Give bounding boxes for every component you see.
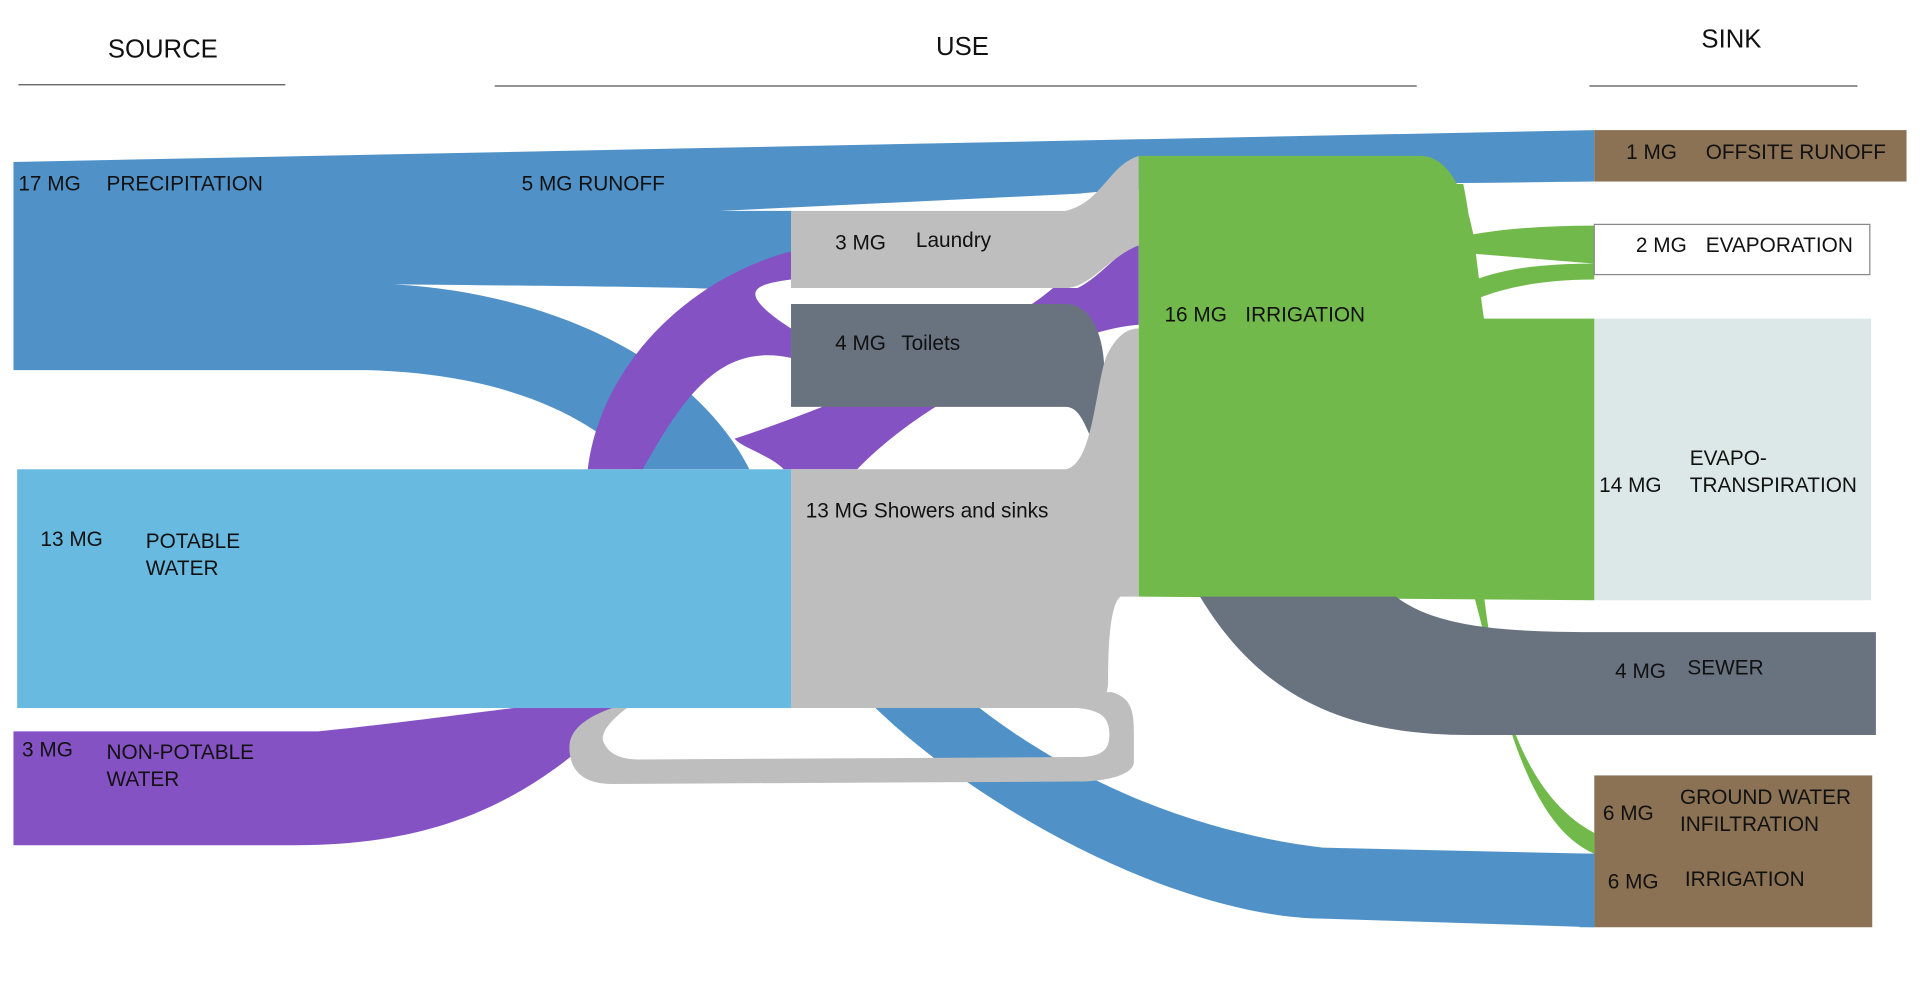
sink-evaporation-box bbox=[1593, 223, 1871, 276]
flow-nonpotable-to-toilets bbox=[587, 251, 792, 470]
flow-green-into-groundwater bbox=[1567, 820, 1595, 854]
sink-groundwater-irrigation-box bbox=[1594, 775, 1873, 928]
header-source: SOURCE bbox=[108, 35, 218, 63]
offsite-runoff-label: OFFSITE RUNOFF bbox=[1706, 141, 1886, 164]
flow-nonpotable-source bbox=[13, 708, 625, 846]
precipitation-label: PRECIPITATION bbox=[107, 173, 263, 196]
sewer-label: SEWER bbox=[1687, 656, 1763, 679]
sewer-value: 4 MG bbox=[1615, 660, 1666, 683]
flow-precipitation-into-irrigation-sink bbox=[1579, 853, 1595, 928]
toilets-label: Toilets bbox=[901, 332, 960, 355]
irrigation-value: 16 MG bbox=[1164, 304, 1226, 327]
sink-offsite-runoff-box bbox=[1594, 130, 1907, 182]
potable-label-2: WATER bbox=[146, 557, 219, 580]
precipitation-value: 17 MG bbox=[18, 173, 80, 196]
evapotranspiration-label-1: EVAPO- bbox=[1690, 447, 1767, 470]
groundwater-label-1: GROUND WATER bbox=[1680, 786, 1851, 809]
header-sink: SINK bbox=[1701, 26, 1761, 54]
runoff-label: 5 MG RUNOFF bbox=[522, 173, 665, 196]
irrigation-label: IRRIGATION bbox=[1245, 304, 1365, 327]
flow-to-sewer bbox=[1200, 596, 1876, 735]
laundry-value: 3 MG bbox=[835, 231, 886, 254]
evapotranspiration-label-2: TRANSPIRATION bbox=[1690, 474, 1857, 497]
evaporation-value: 2 MG bbox=[1636, 234, 1687, 257]
use-toilets-box bbox=[791, 303, 1105, 435]
laundry-label: Laundry bbox=[916, 229, 992, 252]
showers-label: 13 MG Showers and sinks bbox=[806, 500, 1049, 523]
header-use: USE bbox=[936, 33, 989, 61]
nonpotable-label-1: NON-POTABLE bbox=[107, 741, 255, 764]
potable-value: 13 MG bbox=[40, 528, 102, 551]
toilets-value: 4 MG bbox=[835, 332, 886, 355]
flow-precipitation bbox=[13, 130, 1595, 470]
use-irrigation-box bbox=[1138, 155, 1595, 601]
irrigation-sink-label: IRRIGATION bbox=[1685, 868, 1805, 891]
potable-label-1: POTABLE bbox=[146, 530, 240, 553]
nonpotable-value: 3 MG bbox=[22, 738, 73, 761]
flow-precipitation-to-irrigation-sink bbox=[875, 708, 1595, 928]
use-showers-box bbox=[791, 328, 1139, 709]
flow-showers-loop bbox=[569, 692, 1134, 784]
groundwater-value: 6 MG bbox=[1603, 802, 1654, 825]
evapotranspiration-value: 14 MG bbox=[1599, 474, 1661, 497]
offsite-runoff-value: 1 MG bbox=[1626, 141, 1677, 164]
nonpotable-label-2: WATER bbox=[107, 768, 180, 791]
sink-evapotranspiration-box bbox=[1594, 318, 1872, 601]
evaporation-label: EVAPORATION bbox=[1706, 234, 1853, 257]
irrigation-sink-value: 6 MG bbox=[1608, 871, 1659, 894]
use-laundry-box bbox=[791, 155, 1139, 289]
groundwater-label-2: INFILTRATION bbox=[1680, 813, 1819, 836]
source-potable-water-box bbox=[17, 469, 792, 709]
